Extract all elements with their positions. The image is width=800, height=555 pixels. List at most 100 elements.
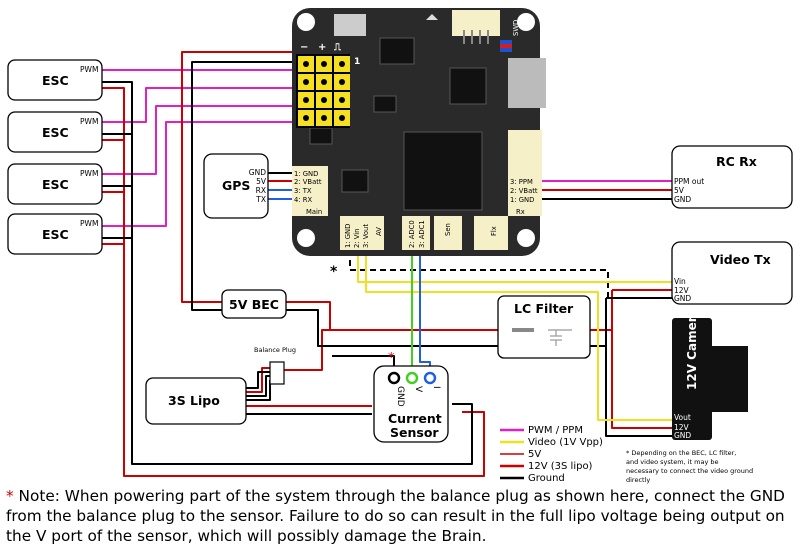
lcfilter-label: LC Filter — [514, 301, 574, 316]
bec-label: 5V BEC — [229, 297, 279, 312]
esc-3: ESC PWM — [7, 163, 103, 205]
gps-module: GPS GND 5V RX TX — [203, 153, 269, 219]
sensor-pin-i: I — [431, 386, 441, 389]
video-ground-asterisk: * — [330, 264, 338, 280]
rcrx-pin-ppm: PPM out — [674, 177, 704, 186]
header-plus: + — [318, 42, 326, 53]
esc-power-wires — [102, 81, 485, 477]
videotx-pin-12v: 12V — [674, 286, 690, 295]
footnote-line-1: * Depending on the BEC, LC filter, — [626, 449, 736, 457]
footnote-line-4: directly — [626, 476, 650, 484]
legend-pwm: PWM / PPM — [528, 425, 583, 436]
brain-board: SWD − + ⎍ 1 3: PPM 2: VBatt 1: GND Rx 1:… — [292, 8, 546, 256]
main-pad-1: 1: GND — [294, 170, 318, 178]
legend-video: Video (1V Vpp) — [528, 437, 603, 448]
camera-12v-wire — [590, 329, 672, 429]
esc-pwm-label: PWM — [80, 65, 98, 74]
av-pad-1: 1: GND — [344, 224, 352, 248]
footnote: * Depending on the BEC, LC filter, and v… — [626, 449, 753, 484]
rc-rx: RC Rx PPM out 5V GND — [671, 145, 793, 209]
rx-pad-2: 2: VBatt — [510, 187, 538, 195]
bec: 5V BEC — [221, 289, 287, 319]
esc-label: ESC — [42, 125, 69, 140]
esc-2: ESC PWM — [7, 111, 103, 153]
esc-label: ESC — [42, 227, 69, 242]
header-minus: − — [300, 42, 308, 53]
inductor-icon — [512, 328, 534, 332]
sensor-asterisk: * — [388, 351, 395, 366]
swd-label: SWD — [512, 20, 520, 36]
av-label: AV — [375, 227, 383, 236]
lipo-battery: 3S Lipo — [145, 377, 247, 425]
sensor-label-1: Current — [388, 411, 442, 426]
rx-pad-1: 1: GND — [510, 196, 534, 204]
wiring-diagram: SWD − + ⎍ 1 3: PPM 2: VBatt 1: GND Rx 1:… — [7, 8, 793, 484]
sensor-pin-v: V — [413, 386, 423, 393]
main-pad-2: 2: VBatt — [294, 178, 322, 186]
sensor-pin-gnd: GND — [395, 386, 405, 407]
header-signal: ⎍ — [333, 42, 342, 53]
bec-gnd-wire — [191, 61, 304, 311]
sensor-label-2: Sensor — [390, 425, 439, 440]
gps-pin-tx: TX — [255, 195, 266, 204]
esc-label: ESC — [42, 177, 69, 192]
legend-5v: 5V — [528, 449, 541, 460]
camera-gnd-wire — [590, 345, 672, 437]
esc-4: ESC PWM — [7, 213, 103, 255]
gps-label: GPS — [222, 178, 250, 193]
adc-pad-0: 2: ADC0 — [408, 220, 416, 248]
sen-label: Sen — [444, 223, 452, 236]
note-asterisk: * — [6, 487, 14, 505]
main-pad-4: 4: RX — [294, 196, 312, 204]
video-tx: Video Tx Vin 12V GND — [671, 241, 793, 305]
camera: 12V Camera Vout 12V GND — [672, 308, 748, 440]
esc-label: ESC — [42, 73, 69, 88]
av-pad-2: 2: Vin — [353, 229, 361, 248]
note-text: Note: When powering part of the system t… — [6, 487, 785, 545]
lc-filter: LC Filter — [497, 295, 591, 359]
balance-plug-label: Balance Plug — [254, 346, 296, 354]
rcrx-label: RC Rx — [716, 154, 757, 169]
sensor-i-wire — [419, 250, 431, 372]
camera-pin-gnd: GND — [674, 431, 691, 440]
camera-pin-12v: 12V — [674, 423, 690, 432]
adc-pad-1: 3: ADC1 — [418, 220, 426, 248]
videotx-pin-vin: Vin — [674, 277, 686, 286]
main-label: Main — [306, 208, 322, 216]
videotx-pin-gnd: GND — [674, 294, 691, 303]
camera-label: 12V Camera — [685, 308, 699, 390]
current-sensor: GND V I Current Sensor — [373, 365, 449, 443]
gps-pin-rx: RX — [256, 186, 266, 195]
capacitor-icon — [548, 329, 572, 346]
legend: PWM / PPM Video (1V Vpp) 5V 12V (3S lipo… — [500, 425, 603, 484]
legend-ground: Ground — [528, 473, 565, 484]
footnote-line-3: necessary to connect the video ground — [626, 467, 753, 475]
av-pad-3: 3: Vout — [362, 224, 370, 248]
esc-1: ESC PWM — [7, 59, 103, 101]
rcrx-pin-5v: 5V — [674, 186, 685, 195]
rx-label: Rx — [516, 208, 525, 216]
header-pin-one: 1 — [354, 57, 360, 67]
main-pad-3: 3: TX — [294, 187, 312, 195]
footnote-line-2: and video system, it may be — [626, 458, 719, 466]
gps-pin-gnd: GND — [249, 168, 266, 177]
videotx-label: Video Tx — [710, 252, 771, 267]
balance-plug — [269, 361, 285, 385]
video-vout-wire — [365, 250, 672, 421]
bec-ground-wire — [286, 309, 332, 347]
video-vin-wire — [357, 250, 672, 283]
balance-leads — [246, 367, 271, 401]
bec-input-wire — [284, 301, 331, 371]
flx-label: Flx — [490, 226, 498, 236]
rcrx-pin-gnd: GND — [674, 195, 691, 204]
video-ground-dashed — [349, 250, 609, 298]
esc-pwm-label: PWM — [80, 169, 98, 178]
gps-pin-5v: 5V — [256, 177, 267, 186]
esc-pwm-label: PWM — [80, 117, 98, 126]
legend-12v: 12V (3S lipo) — [528, 461, 593, 472]
rx-pad-3: 3: PPM — [510, 178, 533, 186]
esc-pwm-label: PWM — [80, 219, 98, 228]
camera-pin-vout: Vout — [674, 413, 691, 422]
warning-note: * Note: When powering part of the system… — [6, 486, 796, 546]
lipo-label: 3S Lipo — [168, 393, 220, 408]
